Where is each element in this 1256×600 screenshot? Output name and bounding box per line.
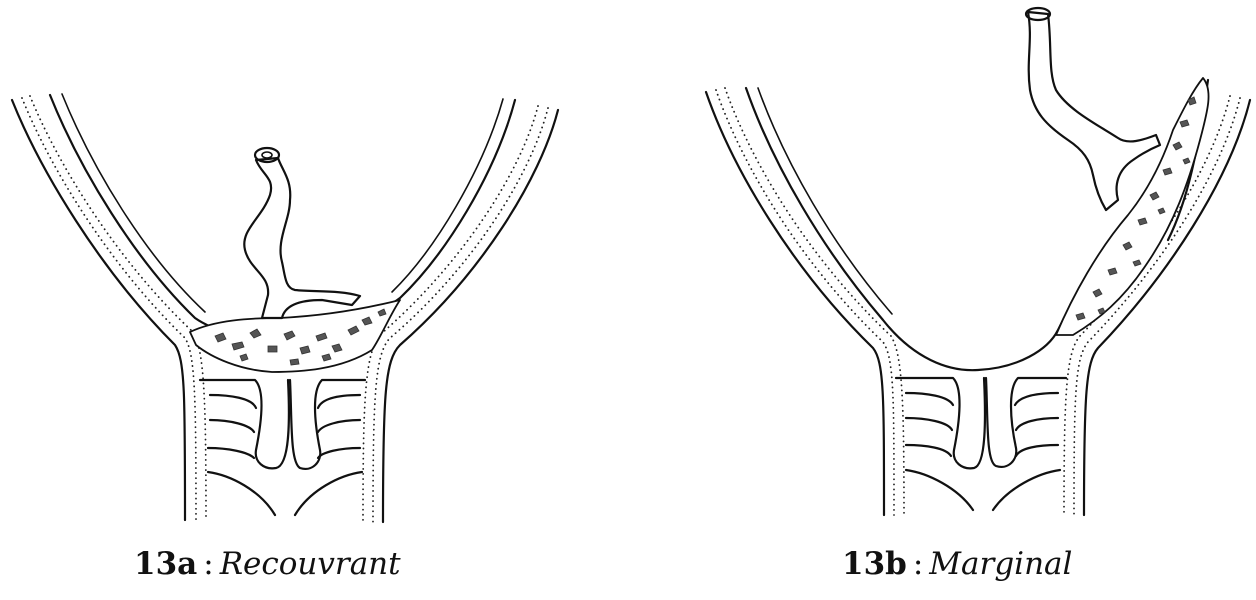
uterine-cavity-left [50, 95, 270, 340]
uterine-outer-wall-left [12, 100, 185, 520]
figure-number: 13b [842, 546, 907, 582]
cervical-ring-left-3 [208, 448, 254, 458]
figure-label: Marginal [929, 546, 1072, 582]
cervix-left-lip [200, 380, 289, 468]
figure-13b: 13b:Marginal [628, 0, 1256, 600]
cervical-ring-left-4 [906, 470, 973, 510]
figure-label: Recouvrant [220, 546, 401, 582]
placenta-diagram-13b [628, 0, 1256, 600]
cervical-ring-right-1 [1015, 393, 1058, 405]
cervical-ring-left-2 [906, 418, 952, 430]
cervical-ring-right-1 [318, 395, 360, 408]
cervical-ring-left-3 [906, 445, 951, 456]
cervical-ring-right-2 [318, 420, 360, 432]
figure-13a: 13a:Recouvrant [0, 0, 628, 600]
uterine-cavity-inner [758, 88, 892, 314]
uterine-outer-wall-left [706, 92, 884, 515]
cervical-ring-left-1 [906, 393, 953, 405]
uterine-outer-wall-right [383, 110, 558, 522]
caption-separator: : [913, 546, 923, 582]
uterine-cavity-left-inner [62, 94, 205, 312]
cervical-ring-left-4 [208, 472, 275, 515]
placenta-diagram-13a [0, 0, 628, 600]
wall-layer-left-1 [22, 98, 196, 520]
caption-13a: 13a:Recouvrant [134, 546, 401, 582]
cervical-ring-left-2 [210, 420, 254, 432]
cervical-ring-right-4 [993, 470, 1060, 510]
caption-separator: : [203, 546, 213, 582]
cervical-ring-right-4 [295, 472, 362, 515]
cervical-ring-left-1 [210, 395, 256, 408]
umbilical-cord [244, 158, 360, 318]
wall-layer-left-2 [725, 88, 904, 515]
umbilical-cord [1028, 12, 1160, 210]
uterine-cavity-right-inner [392, 99, 503, 292]
caption-13b: 13b:Marginal [842, 546, 1072, 582]
cervical-ring-right-2 [1016, 418, 1058, 430]
wall-layer-left-2 [30, 96, 206, 520]
cervical-ring-right-3 [318, 448, 360, 458]
wall-layer-right-1 [373, 108, 548, 522]
cervical-ring-right-3 [1016, 445, 1058, 456]
figure-number: 13a [134, 546, 197, 582]
